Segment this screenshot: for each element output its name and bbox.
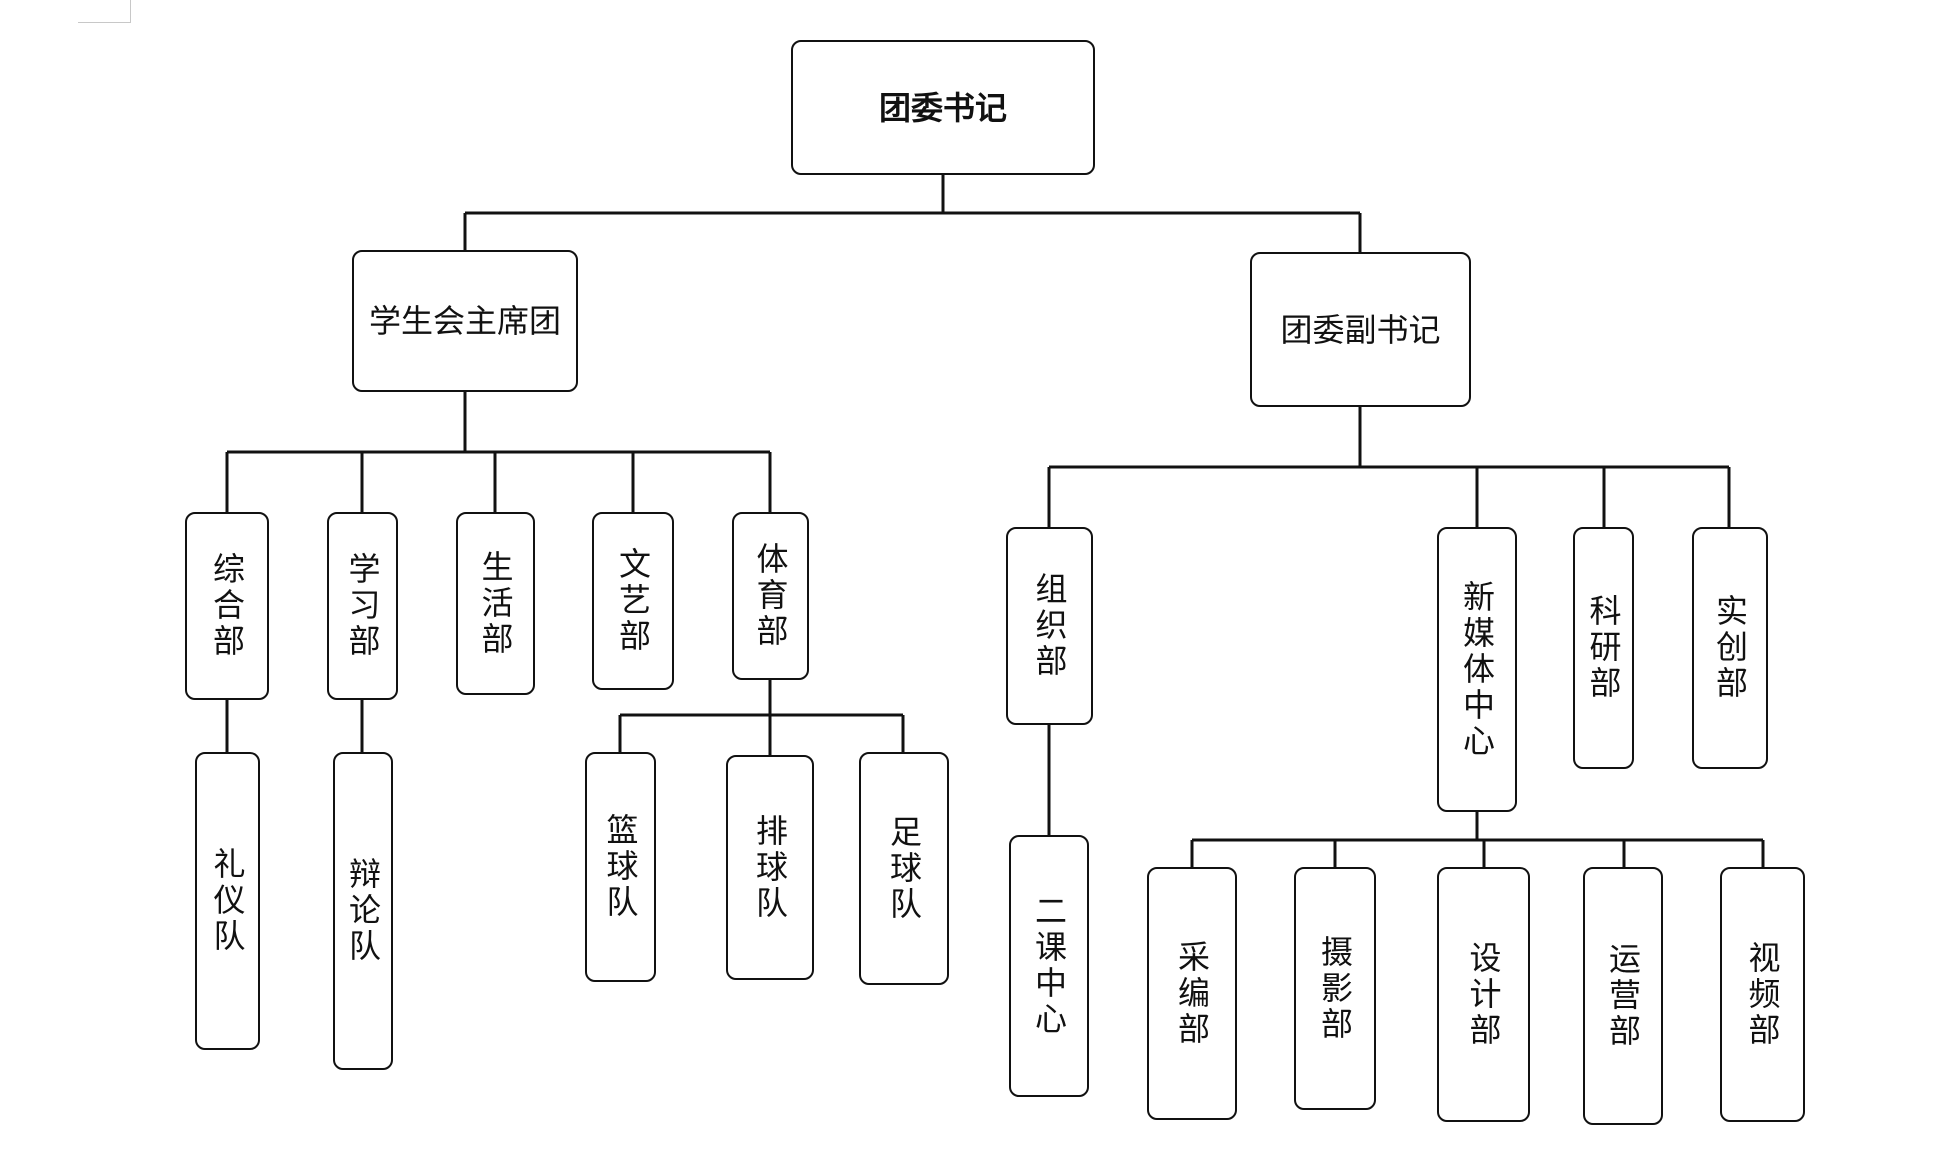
page-corner-mark [78, 0, 131, 23]
node-label: 辩论队 [344, 857, 382, 965]
node-innovation-dept: 实创部 [1692, 527, 1768, 769]
node-label: 科研部 [1584, 594, 1623, 702]
node-video-dept: 视频部 [1720, 867, 1805, 1122]
node-label: 足球队 [885, 814, 923, 923]
node-label: 综合部 [208, 552, 246, 660]
node-new-media-center: 新媒体中心 [1437, 527, 1517, 812]
node-label: 采编部 [1173, 939, 1211, 1048]
node-operations-dept: 运营部 [1583, 867, 1663, 1125]
node-design-dept: 设计部 [1437, 867, 1530, 1122]
node-general-dept: 综合部 [185, 512, 269, 700]
node-label: 体育部 [751, 542, 790, 650]
node-label: 学生会主席团 [368, 302, 561, 340]
node-life-dept: 生活部 [456, 512, 535, 695]
node-debate-team: 辩论队 [333, 752, 393, 1070]
node-label: 运营部 [1604, 942, 1642, 1050]
node-label: 生活部 [476, 549, 515, 658]
node-etiquette-team: 礼仪队 [195, 752, 260, 1050]
node-student-union-presidium: 学生会主席团 [352, 250, 578, 392]
node-arts-dept: 文艺部 [592, 512, 674, 690]
node-label: 学习部 [343, 552, 382, 660]
node-label: 篮球队 [601, 813, 640, 921]
node-second-classroom-center: 二课中心 [1009, 835, 1089, 1097]
node-label: 二课中心 [1030, 894, 1068, 1038]
node-basketball-team: 篮球队 [585, 752, 656, 982]
node-organization-dept: 组织部 [1006, 527, 1093, 725]
node-study-dept: 学习部 [327, 512, 398, 700]
node-label: 组织部 [1030, 572, 1069, 680]
node-research-dept: 科研部 [1573, 527, 1634, 769]
node-football-team: 足球队 [859, 752, 949, 985]
node-root-secretary: 团委书记 [791, 40, 1095, 175]
node-label: 实创部 [1711, 594, 1749, 702]
node-sports-dept: 体育部 [732, 512, 809, 680]
node-label: 礼仪队 [208, 847, 247, 955]
node-label: 团委书记 [878, 88, 1007, 127]
node-label: 摄影部 [1316, 934, 1354, 1043]
node-label: 设计部 [1464, 940, 1503, 1049]
node-label: 视频部 [1743, 940, 1782, 1049]
node-label: 新媒体中心 [1458, 579, 1496, 760]
node-editorial-dept: 采编部 [1147, 867, 1237, 1120]
node-label: 团委副书记 [1280, 310, 1441, 349]
node-deputy-secretary: 团委副书记 [1250, 252, 1471, 407]
node-label: 文艺部 [614, 547, 652, 655]
node-photography-dept: 摄影部 [1294, 867, 1376, 1110]
node-label: 排球队 [751, 813, 789, 922]
node-volleyball-team: 排球队 [726, 755, 814, 980]
